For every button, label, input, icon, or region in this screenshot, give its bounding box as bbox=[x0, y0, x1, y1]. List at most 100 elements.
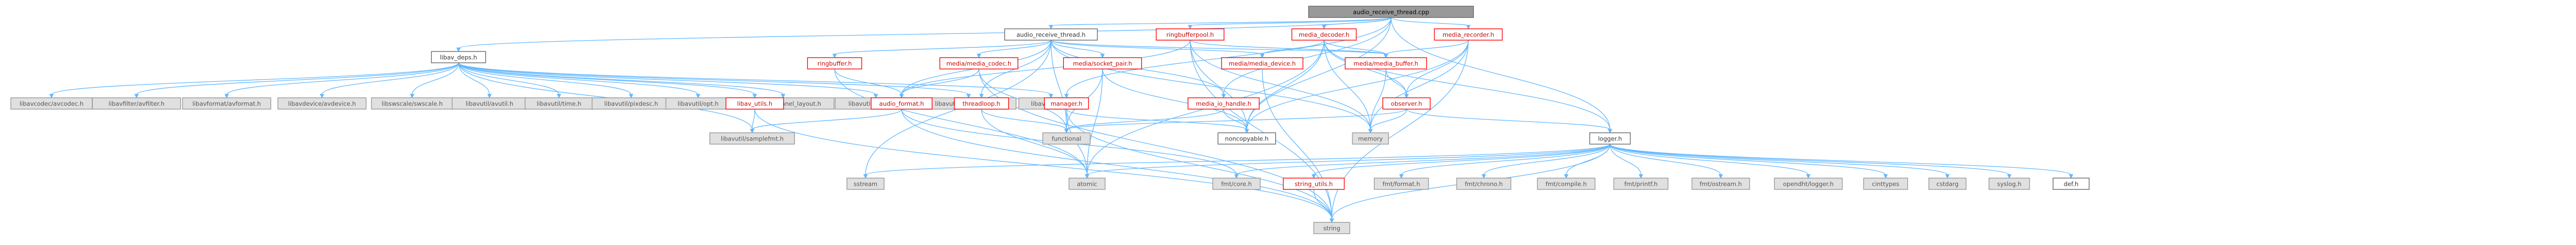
dependency-edge bbox=[1064, 109, 1224, 134]
node-fmt-ostream[interactable]: fmt/ostream.h bbox=[1691, 178, 1750, 190]
node-socket-pair[interactable]: media/socket_pair.h bbox=[1063, 57, 1142, 69]
edge-line bbox=[458, 62, 753, 130]
node-fmt-format[interactable]: fmt/format.h bbox=[1374, 178, 1429, 190]
node-root[interactable]: audio_receive_thread.cpp bbox=[1308, 6, 1474, 18]
edge-line bbox=[901, 109, 1332, 220]
node-opendht-logger[interactable]: opendht/logger.h bbox=[1774, 178, 1843, 190]
node-samplefmt[interactable]: libavutil/samplefmt.h bbox=[709, 132, 795, 145]
node-media-buffer[interactable]: media/media_buffer.h bbox=[1345, 57, 1427, 69]
node-media-codec[interactable]: media/media_codec.h bbox=[939, 57, 1019, 69]
node-libavcodec[interactable]: libavcodec/avcodec.h bbox=[10, 97, 93, 110]
node-pixdesc[interactable]: libavutil/pixdesc.h bbox=[591, 97, 671, 110]
node-manager[interactable]: manager.h bbox=[1044, 97, 1089, 110]
edge-line bbox=[1246, 40, 1325, 130]
node-label: media_decoder.h bbox=[1299, 31, 1349, 39]
node-box bbox=[1988, 178, 2030, 190]
node-box bbox=[1217, 132, 1276, 145]
node-opt[interactable]: libavutil/opt.h bbox=[665, 97, 731, 110]
node-def[interactable]: def.h bbox=[2053, 178, 2090, 190]
node-libavfilter[interactable]: libavfilter/avfilter.h bbox=[92, 97, 181, 110]
node-box bbox=[1291, 28, 1357, 41]
node-observer[interactable]: observer.h bbox=[1382, 97, 1431, 110]
edge-line bbox=[834, 68, 1088, 176]
edge-line bbox=[1609, 144, 2072, 176]
node-libav-deps[interactable]: libav_deps.h bbox=[431, 51, 486, 63]
edge-line bbox=[458, 62, 876, 95]
edge-arrowhead bbox=[1607, 129, 1613, 134]
node-noncopyable[interactable]: noncopyable.h bbox=[1217, 132, 1276, 145]
edge-arrowhead bbox=[2069, 174, 2074, 179]
node-io-handle[interactable]: media_io_handle.h bbox=[1188, 97, 1260, 110]
node-fmt-printf[interactable]: fmt/printf.h bbox=[1613, 178, 1669, 190]
node-cinttypes[interactable]: cinttypes bbox=[1863, 178, 1908, 190]
edge-arrowhead bbox=[1064, 129, 1069, 134]
edge-arrowhead bbox=[1100, 54, 1105, 59]
node-string-utils[interactable]: string_utils.h bbox=[1283, 178, 1345, 190]
node-audio-receive-thread-h[interactable]: audio_receive_thread.h bbox=[1004, 28, 1098, 41]
node-syslog[interactable]: syslog.h bbox=[1988, 178, 2030, 190]
edge-arrowhead bbox=[1048, 25, 1054, 30]
edge-arrowhead bbox=[1368, 129, 1373, 134]
dependency-edge bbox=[1321, 17, 1392, 30]
node-media-recorder[interactable]: media_recorder.h bbox=[1434, 28, 1503, 41]
edge-arrowhead bbox=[1321, 25, 1327, 30]
node-time[interactable]: libavutil/time.h bbox=[524, 97, 594, 110]
node-box bbox=[1345, 57, 1427, 69]
dependency-edge bbox=[978, 68, 1334, 223]
node-media-decoder[interactable]: media_decoder.h bbox=[1291, 28, 1357, 41]
edge-arrowhead bbox=[1883, 174, 1888, 179]
dependency-edge bbox=[1609, 144, 1811, 179]
dependency-edge bbox=[458, 62, 971, 99]
dependency-edge bbox=[1609, 144, 1888, 179]
edge-line bbox=[978, 40, 1052, 55]
node-libswscale[interactable]: libswscale/swscale.h bbox=[371, 97, 453, 110]
node-avutil[interactable]: libavutil/avutil.h bbox=[451, 97, 528, 110]
edge-line bbox=[1050, 40, 1067, 130]
edge-line bbox=[1050, 40, 1386, 55]
dependency-edge bbox=[899, 68, 979, 99]
node-fmt-compile[interactable]: fmt/compile.h bbox=[1537, 178, 1596, 190]
node-libav-utils[interactable]: libav_utils.h bbox=[725, 97, 784, 110]
edge-arrowhead bbox=[1383, 54, 1388, 59]
edge-line bbox=[1370, 68, 1386, 130]
edge-arrowhead bbox=[1945, 174, 1950, 179]
dependency-edge bbox=[224, 62, 459, 99]
node-ringbufferpool[interactable]: ringbufferpool.h bbox=[1156, 28, 1225, 41]
edge-line bbox=[1066, 109, 1407, 130]
dependency-edge bbox=[1368, 109, 1407, 134]
node-fmt-core[interactable]: fmt/core.h bbox=[1212, 178, 1261, 190]
edge-line bbox=[1483, 144, 1611, 176]
edge-arrowhead bbox=[1244, 129, 1249, 134]
node-media-device[interactable]: media/media_device.h bbox=[1221, 57, 1303, 69]
edge-line bbox=[458, 62, 969, 95]
edge-layer bbox=[49, 17, 2074, 223]
node-audio-format[interactable]: audio_format.h bbox=[871, 97, 933, 110]
node-label: fmt/printf.h bbox=[1624, 181, 1658, 188]
node-sstream[interactable]: sstream bbox=[846, 178, 885, 190]
dependency-edge bbox=[1609, 144, 2074, 179]
node-functional[interactable]: functional bbox=[1042, 132, 1091, 145]
dependency-edge bbox=[1190, 40, 1249, 134]
node-box bbox=[939, 57, 1019, 69]
edge-arrowhead bbox=[1481, 174, 1486, 179]
node-label: libav_utils.h bbox=[737, 100, 772, 108]
edge-arrowhead bbox=[2007, 174, 2012, 179]
node-libavformat[interactable]: libavformat/avformat.h bbox=[182, 97, 272, 110]
node-fmt-chrono[interactable]: fmt/chrono.h bbox=[1456, 178, 1512, 190]
node-ringbuffer[interactable]: ringbuffer.h bbox=[807, 57, 862, 69]
node-threadloop[interactable]: threadloop.h bbox=[954, 97, 1009, 110]
edge-line bbox=[1236, 144, 1611, 176]
node-box bbox=[1069, 178, 1106, 190]
node-logger[interactable]: logger.h bbox=[1589, 132, 1631, 145]
node-cstdarg[interactable]: cstdarg bbox=[1928, 178, 1967, 190]
node-string[interactable]: string bbox=[1313, 222, 1350, 234]
node-box bbox=[1313, 222, 1350, 234]
node-libavdevice[interactable]: libavdevice/avdevice.h bbox=[277, 97, 367, 110]
edge-arrowhead bbox=[456, 47, 461, 52]
node-box bbox=[1004, 28, 1098, 41]
node-atomic[interactable]: atomic bbox=[1069, 178, 1106, 190]
edge-line bbox=[51, 62, 459, 95]
edge-arrowhead bbox=[752, 94, 757, 99]
edge-arrowhead bbox=[629, 94, 634, 99]
node-memory[interactable]: memory bbox=[1352, 132, 1389, 145]
